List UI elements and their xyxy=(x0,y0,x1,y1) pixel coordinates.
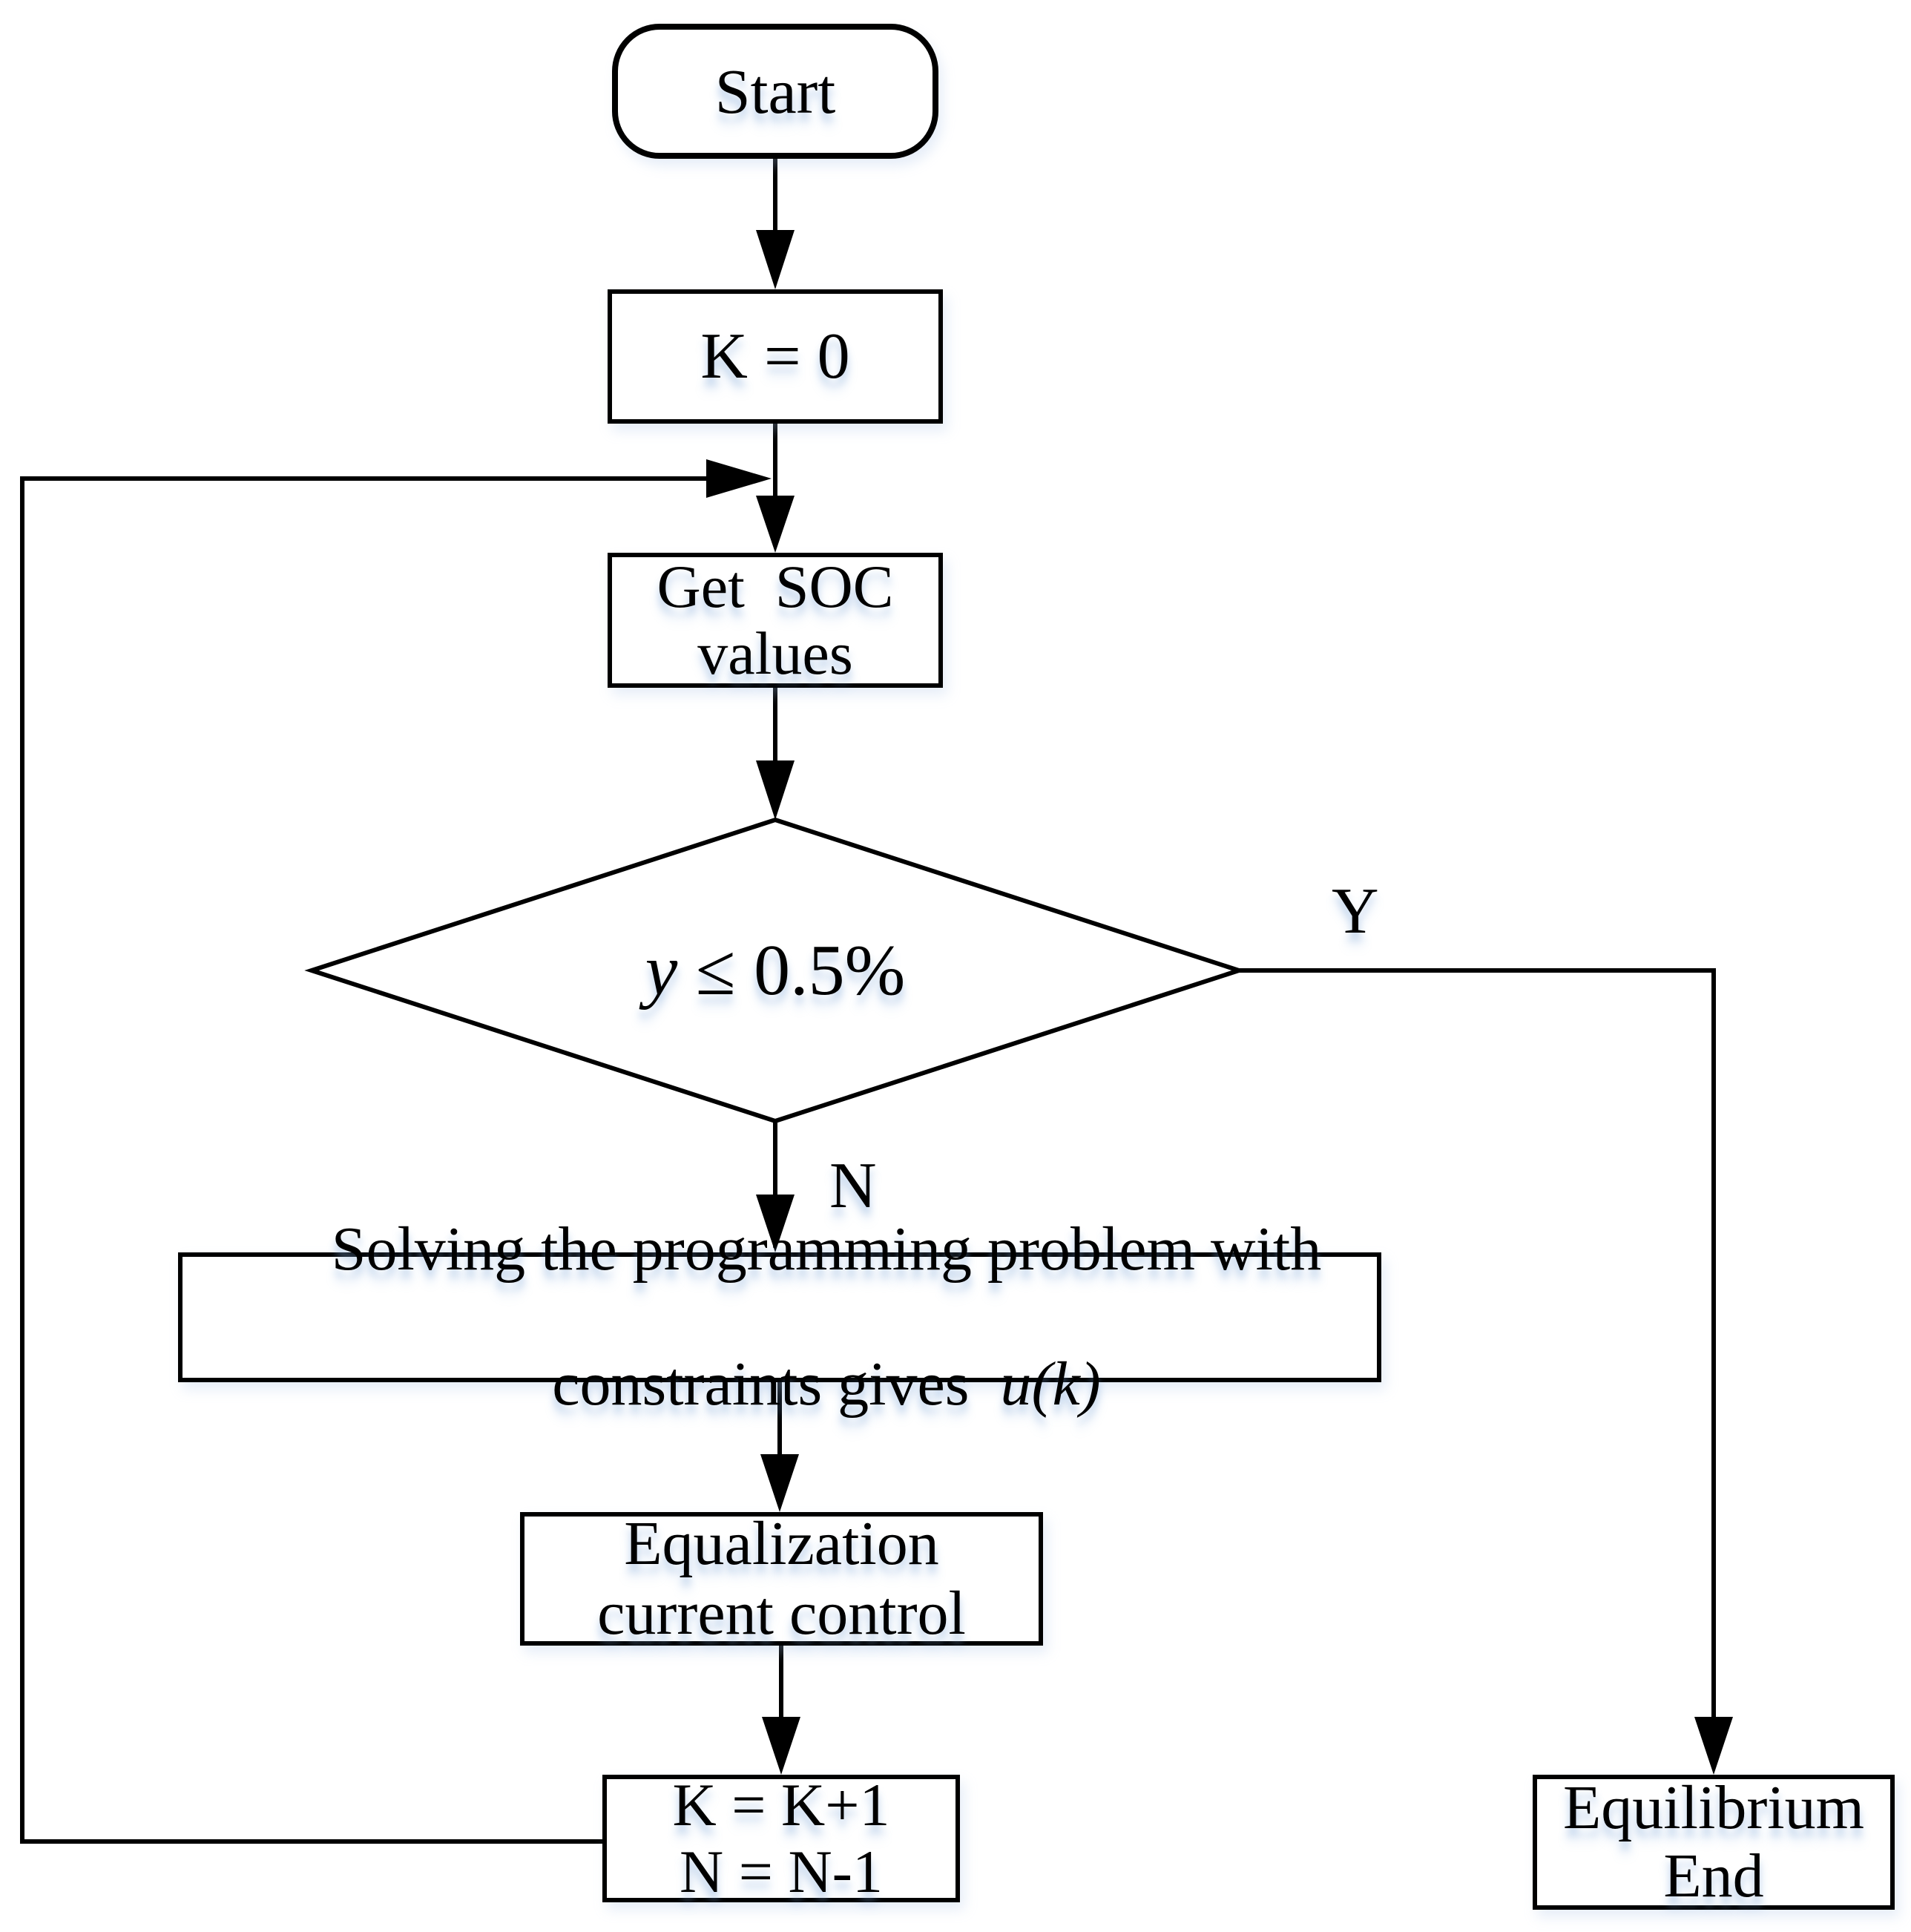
equilibrium-end-node: Equilibrium End xyxy=(1533,1773,1895,1910)
condition-variable: y xyxy=(645,930,678,1011)
decision-condition-text: y ≤ 0.5% xyxy=(478,919,1072,1022)
arrowhead-init-to-getsoc xyxy=(756,496,795,553)
start-node: Start xyxy=(612,24,938,159)
arrowhead-decision-no xyxy=(756,1195,795,1252)
increment-counters-node: K = K+1 N = N-1 xyxy=(602,1771,960,1905)
get-soc-values-node: Get SOC values xyxy=(608,553,943,688)
arrowhead-decision-yes xyxy=(1694,1717,1733,1775)
solve-line2-prefix: constraints gives xyxy=(552,1349,1001,1419)
solve-line2-math: u(k) xyxy=(1000,1349,1101,1419)
yes-branch-label: Y xyxy=(1332,875,1379,947)
edge-decision-yes xyxy=(1239,968,1716,1721)
no-branch-label: N xyxy=(829,1150,877,1222)
arrowhead-solve-to-equalize xyxy=(760,1454,799,1512)
solve-programming-node: Solving the programming problem with con… xyxy=(178,1216,1381,1418)
solve-programming-text: Solving the programming problem with con… xyxy=(238,1149,1322,1486)
arrowhead-start-to-init xyxy=(756,230,795,289)
condition-threshold: ≤ 0.5% xyxy=(677,930,906,1011)
init-k-node: K = 0 xyxy=(608,289,943,424)
equalization-control-node: Equalization current control xyxy=(520,1509,1043,1648)
arrowhead-equalize-to-increment xyxy=(762,1717,800,1775)
arrowhead-getsoc-to-decision xyxy=(756,760,795,820)
edge-feedback-loop xyxy=(20,476,708,1844)
arrowhead-feedback-junction xyxy=(706,459,772,498)
solve-line1: Solving the programming problem with xyxy=(331,1215,1322,1284)
